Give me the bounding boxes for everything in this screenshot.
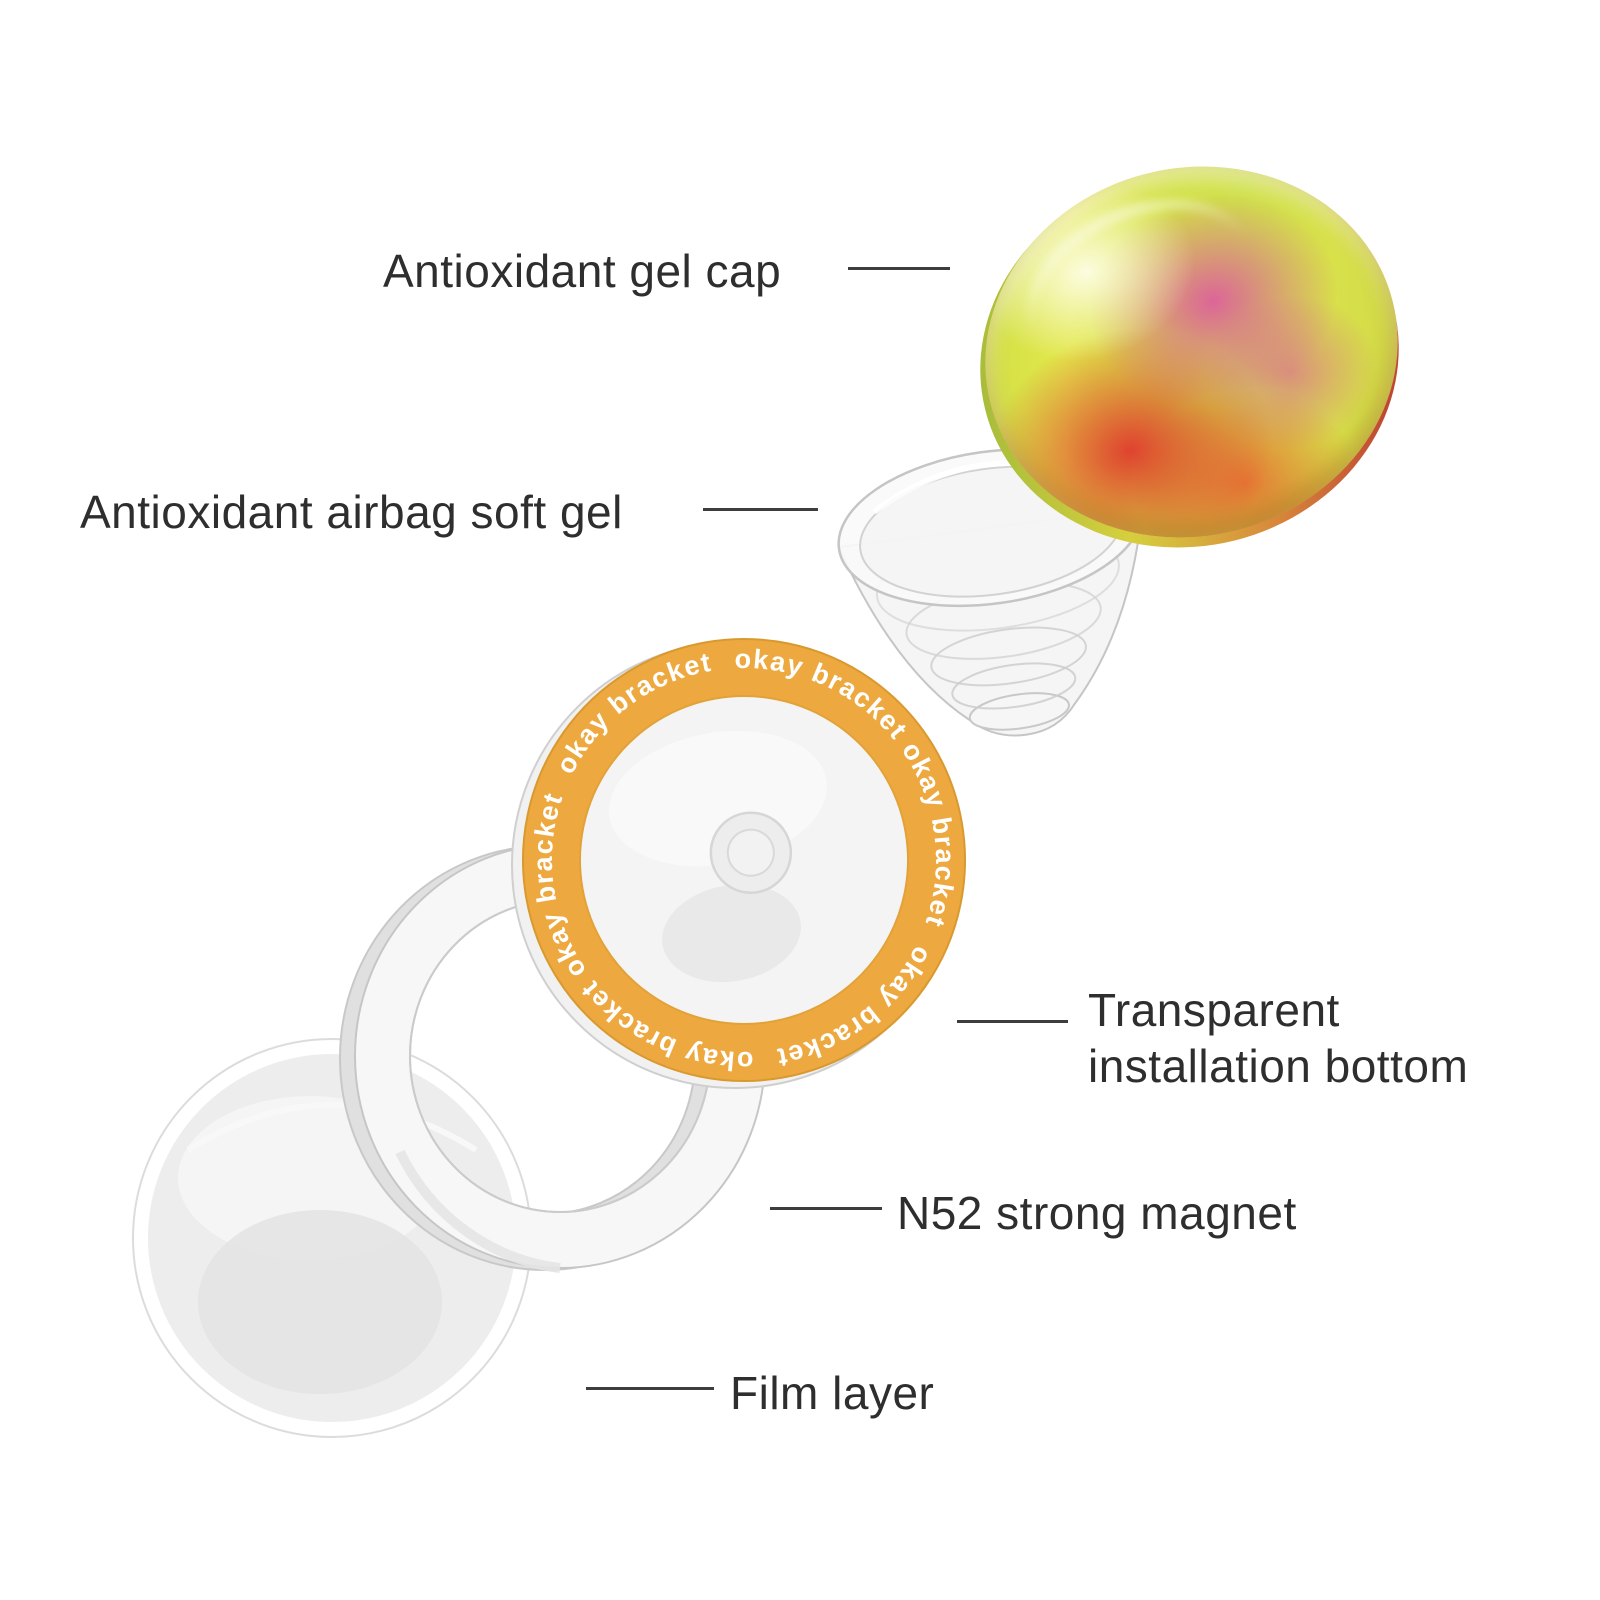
label-airbag: Antioxidant airbag soft gel [80, 486, 623, 538]
connector-installation-bottom [957, 1020, 1068, 1023]
label-installation-bottom: Transparent installation bottom [1088, 984, 1469, 1093]
installation-bottom-disc: okay bracket okay bracket okay bracket o… [511, 616, 975, 1104]
connector-gel-cap [848, 267, 950, 270]
connector-magnet [770, 1207, 882, 1210]
label-magnet: N52 strong magnet [897, 1187, 1297, 1239]
label-gel-cap: Antioxidant gel cap [383, 245, 782, 297]
connector-film-layer [586, 1387, 714, 1390]
connector-airbag [703, 508, 818, 511]
label-film-layer: Film layer [730, 1367, 935, 1419]
